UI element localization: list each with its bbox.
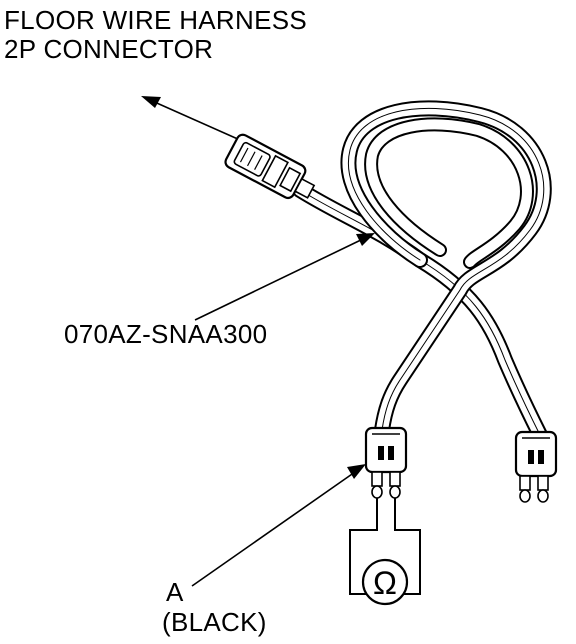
part-number-leader xyxy=(194,237,366,321)
part-number-label: 070AZ-SNAA300 xyxy=(64,319,268,349)
harness-2p-connector xyxy=(224,133,316,200)
connector-a-label: A xyxy=(166,577,184,607)
title-line-2: 2P CONNECTOR xyxy=(4,34,214,64)
connector-a-color-label: (BLACK) xyxy=(162,607,267,637)
harness-cable xyxy=(292,100,552,443)
title-line-1: FLOOR WIRE HARNESS xyxy=(4,5,307,35)
ohmmeter-symbol: Ω xyxy=(361,558,409,606)
part-number-leader-arrowhead xyxy=(356,233,375,246)
harness-direction-arrow xyxy=(141,96,241,141)
branch-connector-2p xyxy=(514,430,558,503)
ohm-sign: Ω xyxy=(373,565,397,601)
connector-a-black xyxy=(364,426,408,499)
connector-a-leader xyxy=(191,471,356,587)
connector-a-leader-arrowhead xyxy=(347,464,366,479)
